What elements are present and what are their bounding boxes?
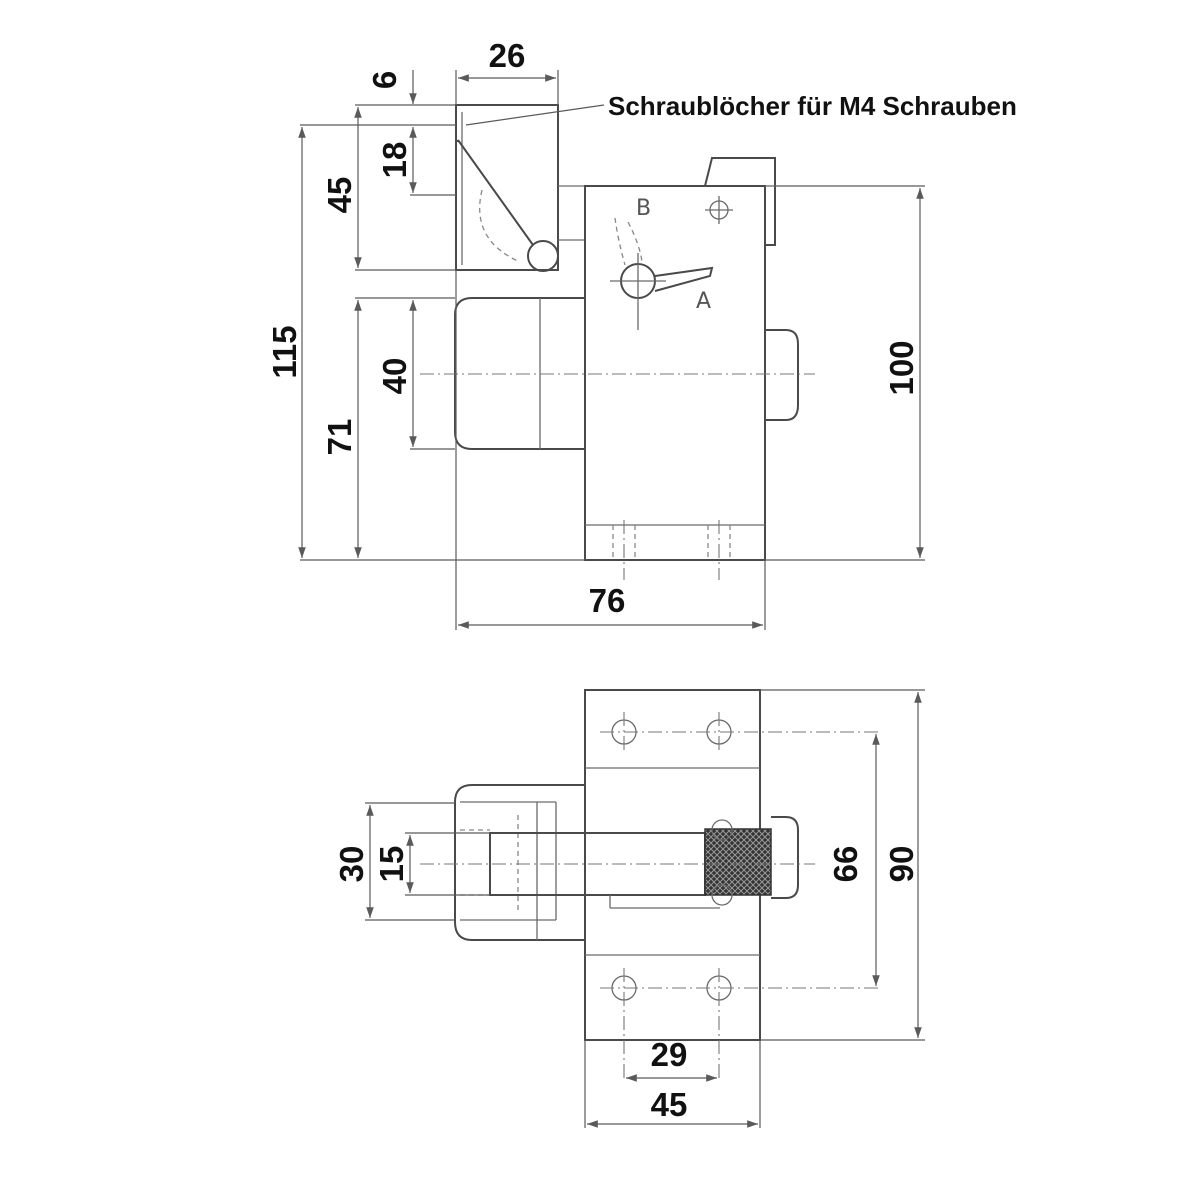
top-view: Schraublöcher für M4 Schrauben 26 6 18 4…	[266, 37, 1017, 630]
dim-label-29: 29	[651, 1036, 688, 1073]
note-screw-holes: Schraublöcher für M4 Schrauben	[608, 91, 1017, 121]
bottom-holes	[612, 520, 731, 580]
top-extension-lines	[300, 70, 925, 630]
dim-label-115: 115	[266, 325, 303, 378]
dim-label-40: 40	[376, 358, 413, 395]
dim-label-15: 15	[373, 846, 410, 883]
dim-label-71: 71	[321, 419, 358, 456]
bottom-extension-lines	[365, 689, 925, 1128]
lever-bracket	[455, 104, 585, 272]
knurled-knob	[704, 828, 772, 896]
dim-label-66: 66	[827, 846, 864, 883]
dim-label-100: 100	[883, 340, 920, 395]
dim-label-30: 30	[333, 846, 370, 883]
lever-pivot	[527, 240, 559, 272]
position-label-a: A	[696, 289, 711, 314]
dim-label-76: 76	[589, 582, 626, 619]
position-label-b: B	[636, 196, 651, 221]
bolt	[420, 297, 815, 450]
dim-label-90: 90	[883, 846, 920, 883]
dim-label-6: 6	[366, 71, 403, 89]
guide-housing	[454, 784, 585, 941]
bottom-view: 30 15 66 90 29 45	[333, 689, 925, 1128]
dim-label-26: 26	[489, 37, 526, 74]
top-dimension-arrows	[298, 70, 924, 629]
lock-body	[584, 157, 776, 580]
dim-label-45-bottom: 45	[651, 1086, 688, 1123]
bolt-shaft	[420, 816, 815, 909]
dim-label-45: 45	[321, 177, 358, 214]
dim-label-18: 18	[376, 142, 413, 179]
bottom-dimension-arrows	[366, 692, 922, 1128]
